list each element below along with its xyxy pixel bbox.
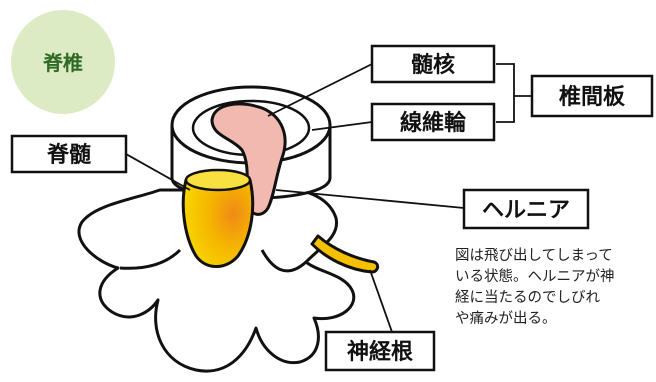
label-hernia: ヘルニア: [462, 188, 590, 230]
vertebra-illustration: [77, 85, 380, 373]
label-nucleus: 髄核: [370, 44, 496, 84]
label-disc: 椎間板: [530, 74, 654, 118]
badge-label: 脊椎: [42, 51, 83, 75]
label-spinal-cord: 脊髄: [10, 134, 128, 174]
fold-line-left: [119, 248, 182, 270]
vertebra-body: [77, 188, 356, 373]
label-nucleus-text: 髄核: [411, 52, 455, 78]
spinal-cord-top: [184, 168, 252, 192]
disc-bracket: [496, 63, 515, 123]
fold-line-right: [260, 249, 308, 273]
description-line: や痛みが出る。: [455, 311, 557, 327]
leader-hernia: [275, 189, 465, 209]
label-hernia-text: ヘルニア: [482, 198, 570, 223]
description-line: 図は飛び出してしまって: [455, 248, 613, 264]
nucleus-pulposus: [210, 102, 287, 216]
leader-nerve-root: [369, 269, 393, 333]
label-nerve-root: 神経根: [324, 330, 436, 372]
description-line: いる状態。ヘルニアが神: [455, 269, 615, 285]
description-line: 経に当たるのでしびれ: [455, 290, 600, 306]
nerve-root-shape: [310, 234, 380, 274]
label-disc-text: 椎間板: [559, 84, 626, 110]
badge-circle: [11, 10, 115, 114]
label-spinal-cord-text: 脊髄: [46, 142, 91, 168]
leader-lines: [125, 63, 532, 333]
leader-nucleus: [267, 63, 373, 117]
label-annulus: 線維輪: [370, 102, 496, 142]
leader-annulus: [311, 121, 373, 131]
description-text: 図は飛び出してしまって いる状態。ヘルニアが神 経に当たるのでしびれ や痛みが出…: [455, 246, 655, 330]
spine-badge: 脊椎: [11, 10, 115, 114]
leader-spinal-cord: [125, 153, 191, 191]
label-annulus-text: 線維輪: [400, 110, 467, 136]
label-nerve-root-text: 神経根: [347, 339, 413, 365]
